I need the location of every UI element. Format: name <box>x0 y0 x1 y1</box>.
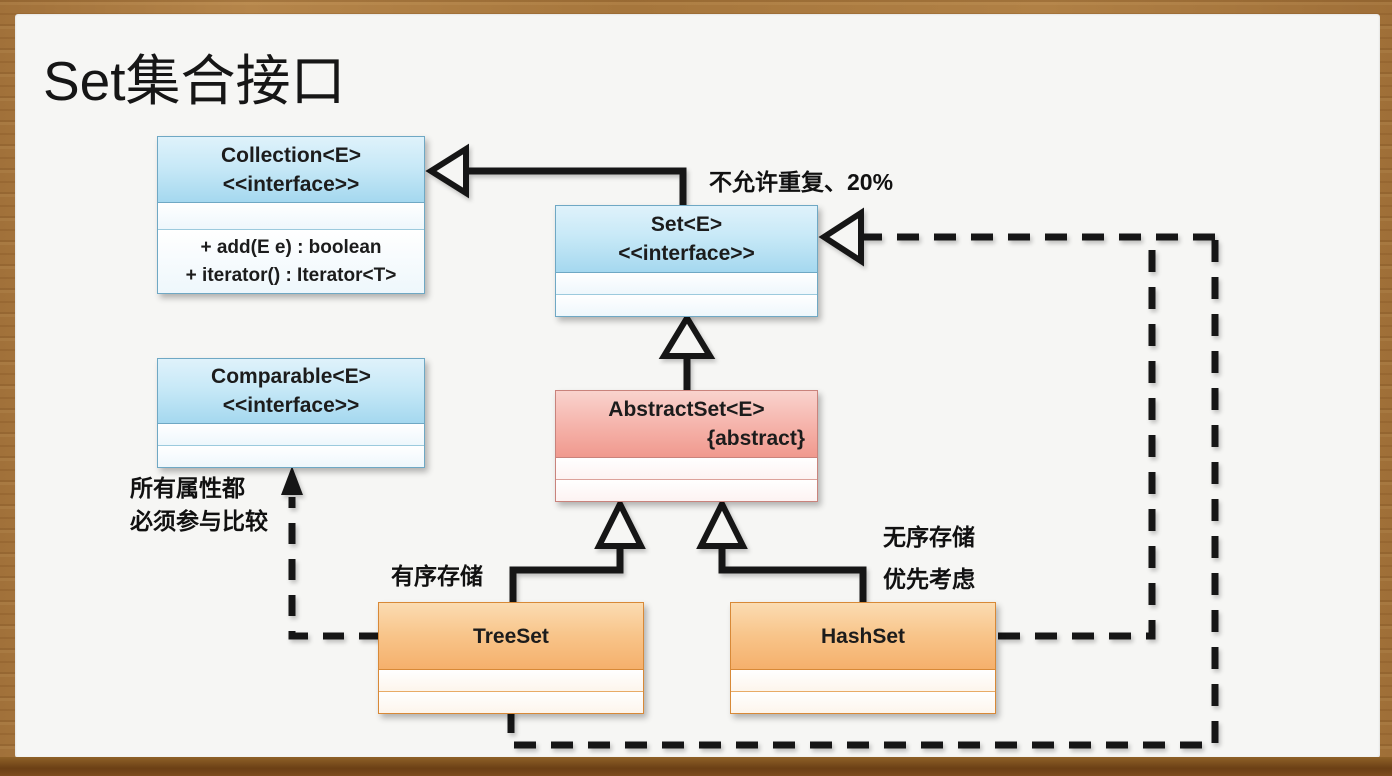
annotation-no-duplicates: 不允许重复、20% <box>709 169 894 195</box>
class-attributes-section <box>158 424 424 446</box>
class-name: Comparable<E> <box>211 365 371 388</box>
method-item: + iterator() : Iterator<T> <box>185 265 397 286</box>
class-attributes-section <box>731 670 995 692</box>
annotation-hashset-note: 无序存储 优先考虑 <box>883 516 975 600</box>
class-attributes-section <box>379 670 643 692</box>
annotation-line: 必须参与比较 <box>130 508 268 534</box>
class-name: Collection<E> <box>220 143 362 167</box>
class-header: AbstractSet<E> {abstract} <box>556 391 817 458</box>
arrow-hashset-to-set <box>998 237 1156 640</box>
method-item: + add(E e) : boolean <box>200 237 382 258</box>
class-stereotype: <<interface>> <box>618 242 755 265</box>
arrow-hashset-to-abstractset <box>718 544 867 602</box>
class-methods-section: + add(E e) : boolean + iterator() : Iter… <box>158 230 424 293</box>
class-header: Set<E> <<interface>> <box>556 206 817 273</box>
annotation-comparable-note: 所有属性都 必须参与比较 <box>130 472 268 538</box>
class-box-treeset: TreeSet <box>378 602 644 714</box>
wood-shelf-edge <box>0 757 1392 776</box>
class-attributes-section <box>158 203 424 230</box>
class-name: Set<E> <box>650 213 723 236</box>
hollow-triangle-icon <box>658 312 716 359</box>
class-header: TreeSet <box>379 603 643 670</box>
arrow-set-to-collection <box>463 167 687 205</box>
class-stereotype: <<interface>> <box>222 172 360 196</box>
class-header: Collection<E> <<interface>> <box>158 137 424 203</box>
hollow-triangle-icon <box>696 497 748 549</box>
arrow-treeset-to-abstractset <box>509 544 624 602</box>
annotation-treeset-ordered: 有序存储 <box>391 563 483 589</box>
class-methods-section <box>158 446 424 467</box>
annotation-line: 无序存储 <box>883 524 975 550</box>
class-box-abstractset: AbstractSet<E> {abstract} <box>555 390 818 502</box>
annotation-line: 优先考虑 <box>883 566 975 592</box>
class-name: AbstractSet<E> <box>608 398 765 421</box>
filled-arrowhead-icon <box>281 466 303 495</box>
class-header: HashSet <box>731 603 995 670</box>
class-methods-section <box>556 480 817 501</box>
class-box-hashset: HashSet <box>730 602 996 714</box>
class-stereotype: <<interface>> <box>222 394 360 417</box>
class-modifier: {abstract} <box>706 427 805 450</box>
class-name: HashSet <box>820 624 906 648</box>
annotation-line: 所有属性都 <box>130 475 245 501</box>
hollow-triangle-icon <box>818 207 864 267</box>
hollow-triangle-icon <box>425 143 469 199</box>
page-title: Set集合接口 <box>43 50 346 112</box>
class-methods-section <box>556 295 817 316</box>
class-box-comparable: Comparable<E> <<interface>> <box>157 358 425 468</box>
class-box-set: Set<E> <<interface>> <box>555 205 818 317</box>
class-methods-section <box>731 692 995 713</box>
hollow-triangle-icon <box>594 497 646 549</box>
class-attributes-section <box>556 458 817 480</box>
class-name: TreeSet <box>473 624 549 648</box>
arrow-treeset-to-comparable <box>288 497 380 640</box>
arrow-treeset-to-set <box>507 237 1219 749</box>
class-box-collection: Collection<E> <<interface>> + add(E e) :… <box>157 136 425 294</box>
class-header: Comparable<E> <<interface>> <box>158 359 424 424</box>
class-methods-section <box>379 692 643 713</box>
class-attributes-section <box>556 273 817 295</box>
